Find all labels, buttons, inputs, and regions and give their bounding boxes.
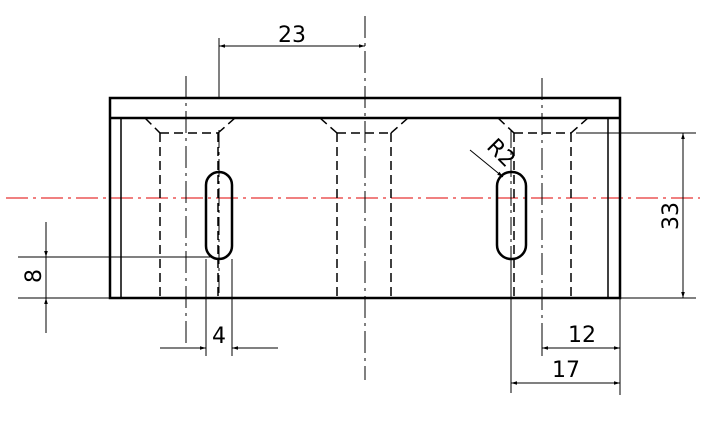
dim-label-right: 33 xyxy=(659,202,684,230)
dim-label-top: 23 xyxy=(278,23,306,48)
hidden-features xyxy=(144,117,589,298)
dim-label-right-outer: 17 xyxy=(552,358,580,383)
dimension-slot-width xyxy=(160,259,278,356)
dim-label-slot-width: 4 xyxy=(212,324,226,349)
slots xyxy=(204,170,528,261)
dimension-left xyxy=(18,222,212,333)
right-slot xyxy=(495,170,528,261)
dimension-right-inner xyxy=(541,298,621,395)
dim-label-right-inner: 12 xyxy=(568,323,596,348)
vertical-center-lines xyxy=(185,16,543,380)
left-slot xyxy=(204,170,234,261)
dimension-right-outer xyxy=(510,259,620,393)
dimension-top xyxy=(218,38,365,98)
dim-label-left: 8 xyxy=(22,269,47,283)
radius-leader xyxy=(469,149,504,178)
dimension-right xyxy=(576,132,696,299)
